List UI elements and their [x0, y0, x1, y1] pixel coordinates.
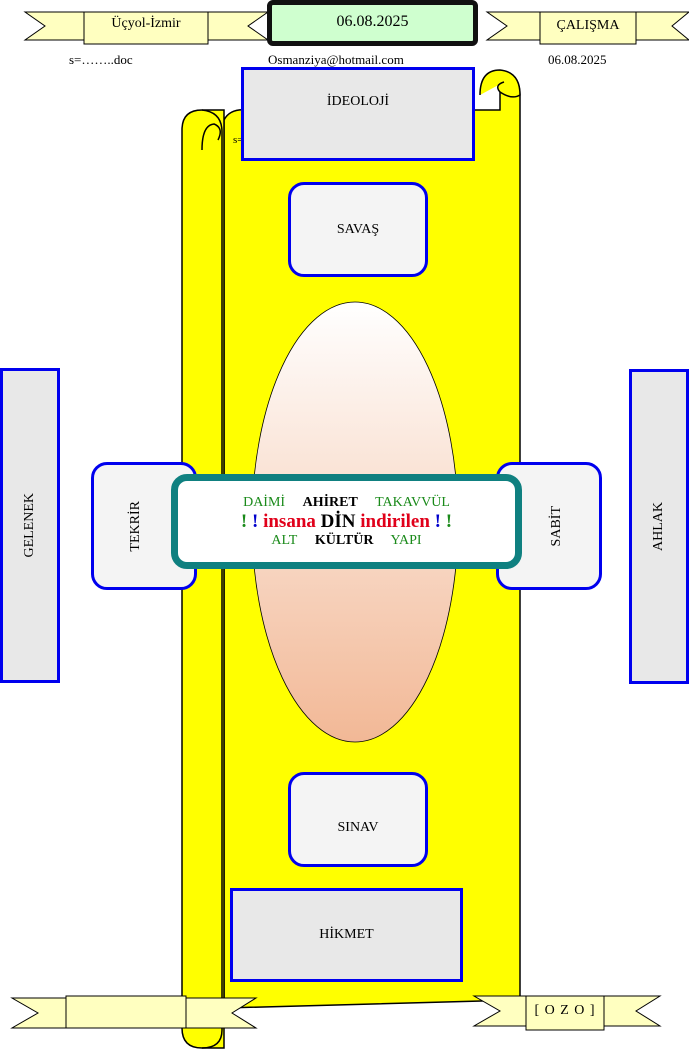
repetition-label: TEKRİR [128, 500, 143, 552]
tradition-box: GELENEK [0, 368, 60, 683]
ribbon-bottom-left [10, 995, 258, 1029]
exam-box: SINAV [288, 772, 428, 867]
ribbon-top-right [485, 11, 689, 45]
center-line-1: DAİMİ AHİRET TAKAVVÜL [243, 495, 450, 511]
war-label: SAVAŞ [336, 221, 380, 237]
war-box: SAVAŞ [288, 182, 428, 277]
center-line-2: ! ! insana DİN indirilen ! ! [241, 511, 452, 533]
location-label: Üçyol-İzmir [111, 16, 181, 31]
word-din: DİN [320, 510, 356, 532]
fixed-label: SABİT [549, 505, 564, 547]
exclamation-right-2: ! [445, 510, 453, 532]
exam-label: SINAV [337, 820, 379, 835]
ribbon-top-left [23, 11, 270, 45]
date-box-text: 06.08.2025 [336, 13, 409, 30]
word-indirilen: indirilen [360, 510, 430, 532]
wisdom-label: HİKMET [319, 927, 374, 942]
email-address: Osmanziya@hotmail.com [268, 52, 404, 67]
date-right: 06.08.2025 [548, 52, 607, 67]
ideology-label: İDEOLOJİ [326, 94, 390, 109]
word-alt: ALT [271, 532, 298, 548]
exclamation-left-1: ! [240, 510, 248, 532]
work-label: ÇALIŞMA [556, 18, 620, 33]
wisdom-box: HİKMET [230, 888, 463, 982]
word-takavvul: TAKAVVÜL [375, 494, 450, 510]
word-insana: insana [263, 510, 316, 532]
word-daimi: DAİMİ [243, 494, 286, 510]
tradition-label: GELENEK [22, 493, 37, 558]
word-kultur: KÜLTÜR [314, 532, 374, 548]
center-panel: DAİMİ AHİRET TAKAVVÜL ! ! insana DİN ind… [171, 474, 522, 569]
exclamation-right-1: ! [434, 510, 441, 532]
center-line-3: ALT KÜLTÜR YAPI [271, 533, 421, 549]
date-box: 06.08.2025 [267, 0, 478, 46]
ribbon-bottom-right [472, 995, 662, 1031]
ethics-box: AHLAK [629, 369, 689, 684]
hidden-fragment: s= [233, 134, 244, 146]
word-ahiret: AHİRET [302, 494, 358, 510]
ozo-label: [ O Z O ] [534, 1003, 596, 1018]
word-yapi: YAPI [390, 532, 422, 548]
ethics-label: AHLAK [651, 502, 666, 551]
exclamation-left-2: ! [252, 510, 259, 532]
file-name: s=……..doc [69, 52, 133, 67]
ideology-box: İDEOLOJİ [241, 67, 475, 161]
